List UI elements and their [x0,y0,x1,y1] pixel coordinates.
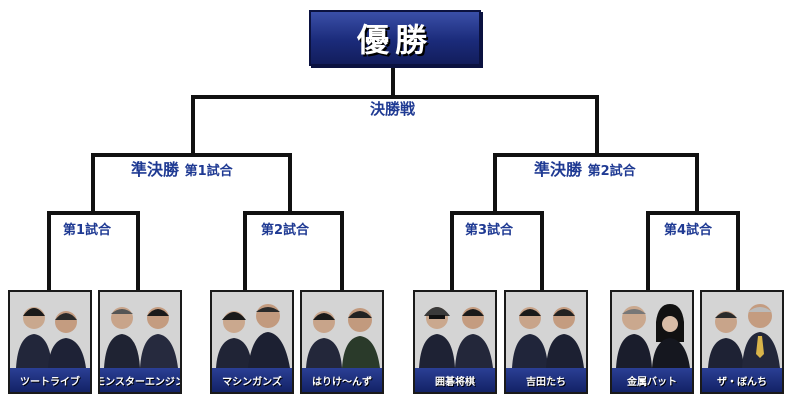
semi2-main: 準決勝 [534,160,583,179]
team-name: マシンガンズ [212,368,292,392]
team-photo [100,292,180,368]
team-card-7: 金属バット [610,290,694,394]
winner-banner: 優勝 [309,10,481,66]
team-card-3: マシンガンズ [210,290,294,394]
team-photo [702,292,782,368]
winner-label: 優勝 [356,21,433,59]
semi1-main: 準決勝 [131,160,180,179]
team-card-5: 囲碁将棋 [413,290,497,394]
team-card-1: ツートライブ [8,290,92,394]
team-name: モンスターエンジン [100,368,180,392]
team-photo [506,292,586,368]
semi1-sub: 第1試合 [184,164,233,179]
team-photo [212,292,292,368]
team-photo [415,292,495,368]
semi1-label: 準決勝 第1試合 [127,162,237,178]
team-name: ツートライブ [10,368,90,392]
semi2-sub: 第2試合 [587,164,636,179]
team-card-4: はりけ〜んず [300,290,384,394]
match1-label: 第1試合 [59,224,116,237]
team-photo [612,292,692,368]
team-name: はりけ〜んず [302,368,382,392]
team-name: 囲碁将棋 [415,368,495,392]
team-photo [10,292,90,368]
final-label: 決勝戦 [366,102,420,117]
match4-label: 第4試合 [660,224,717,237]
team-name: ザ・ぼんち [702,368,782,392]
semi2-label: 準決勝 第2試合 [530,162,640,178]
match3-label: 第3試合 [461,224,518,237]
team-card-6: 吉田たち [504,290,588,394]
team-card-8: ザ・ぼんち [700,290,784,394]
team-name: 吉田たち [506,368,586,392]
team-photo [302,292,382,368]
team-card-2: モンスターエンジン [98,290,182,394]
match2-label: 第2試合 [257,224,314,237]
team-name: 金属バット [612,368,692,392]
